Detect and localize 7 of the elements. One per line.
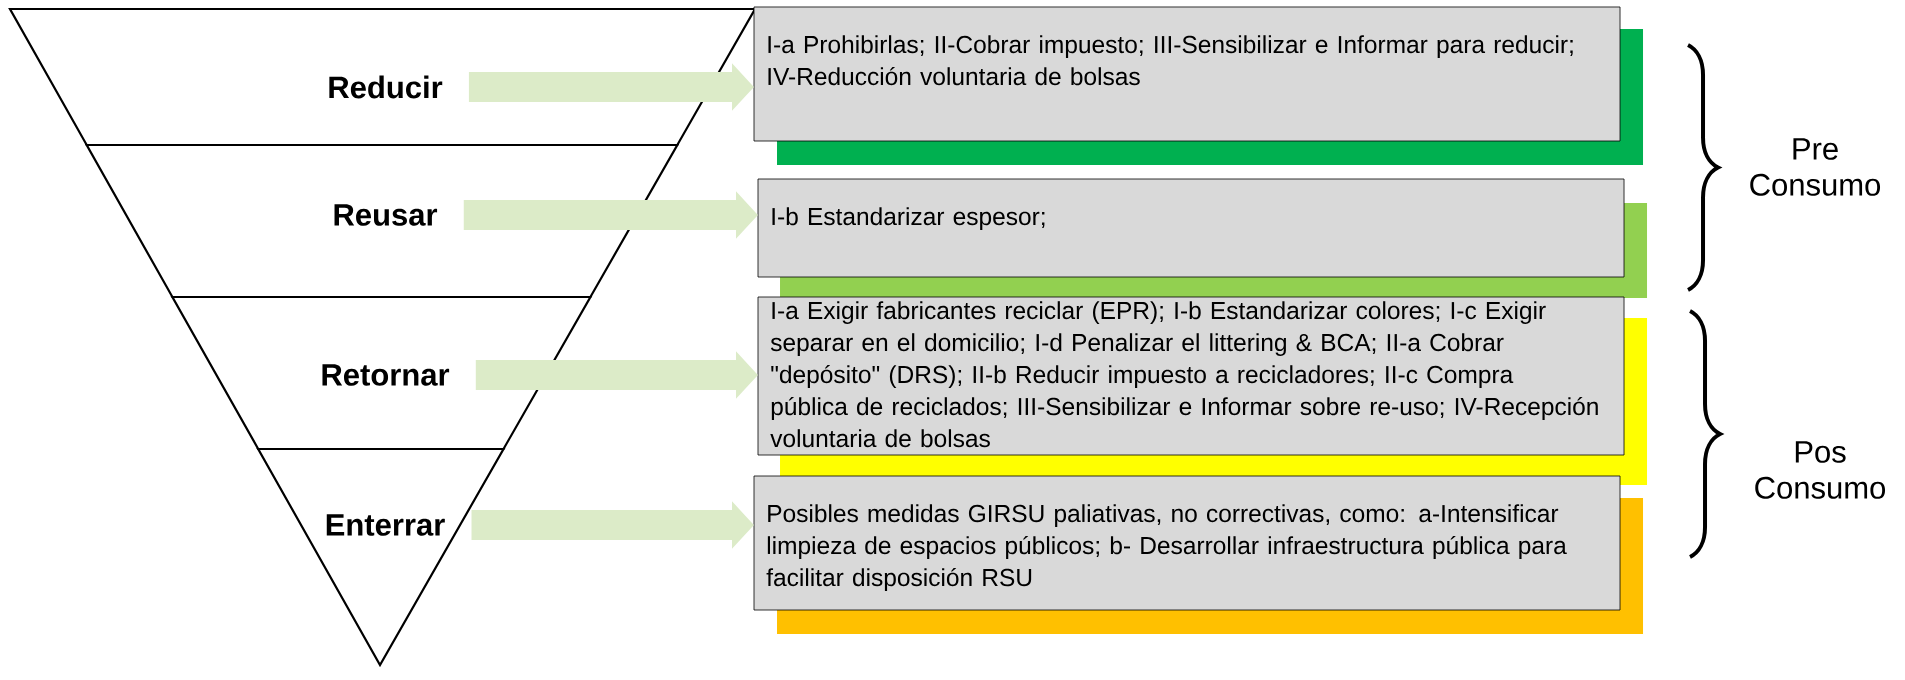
text-box: Posibles medidas GIRSU paliativas, no correctivas, como: a-Intensificar limpieza de espacios públicos; b- Desarrollar infraestructura pública para facilitar disposición RSU: [753, 475, 1643, 634]
group-label: Pre Consumo: [1750, 138, 1881, 196]
group-label: Pos Consumo: [1755, 441, 1886, 499]
text-box: I-a Exigir fabricantes reciclar (EPR); I-b Estandarizar colores; I-c Exigir separar en el domicilio; I-d Penalizar el littering & BCA; II-a Cobrar "depósito" (DRS); II-b Reducir impuesto a recicladores; II-c Compra pública de reciclados; III-Sensibilizar e Informar sobre re-uso; IV-Recepción voluntaria de bolsas: [757, 296, 1647, 485]
text-box: I-a Prohibirlas; II-Cobrar impuesto; III-Sensibilizar e Informar para reducir; IV-Reducción voluntaria de bolsas: [753, 6, 1643, 165]
text-box: I-b Estandarizar espesor;: [757, 178, 1647, 298]
funnel-band: Reducir: [8, 7, 757, 147]
